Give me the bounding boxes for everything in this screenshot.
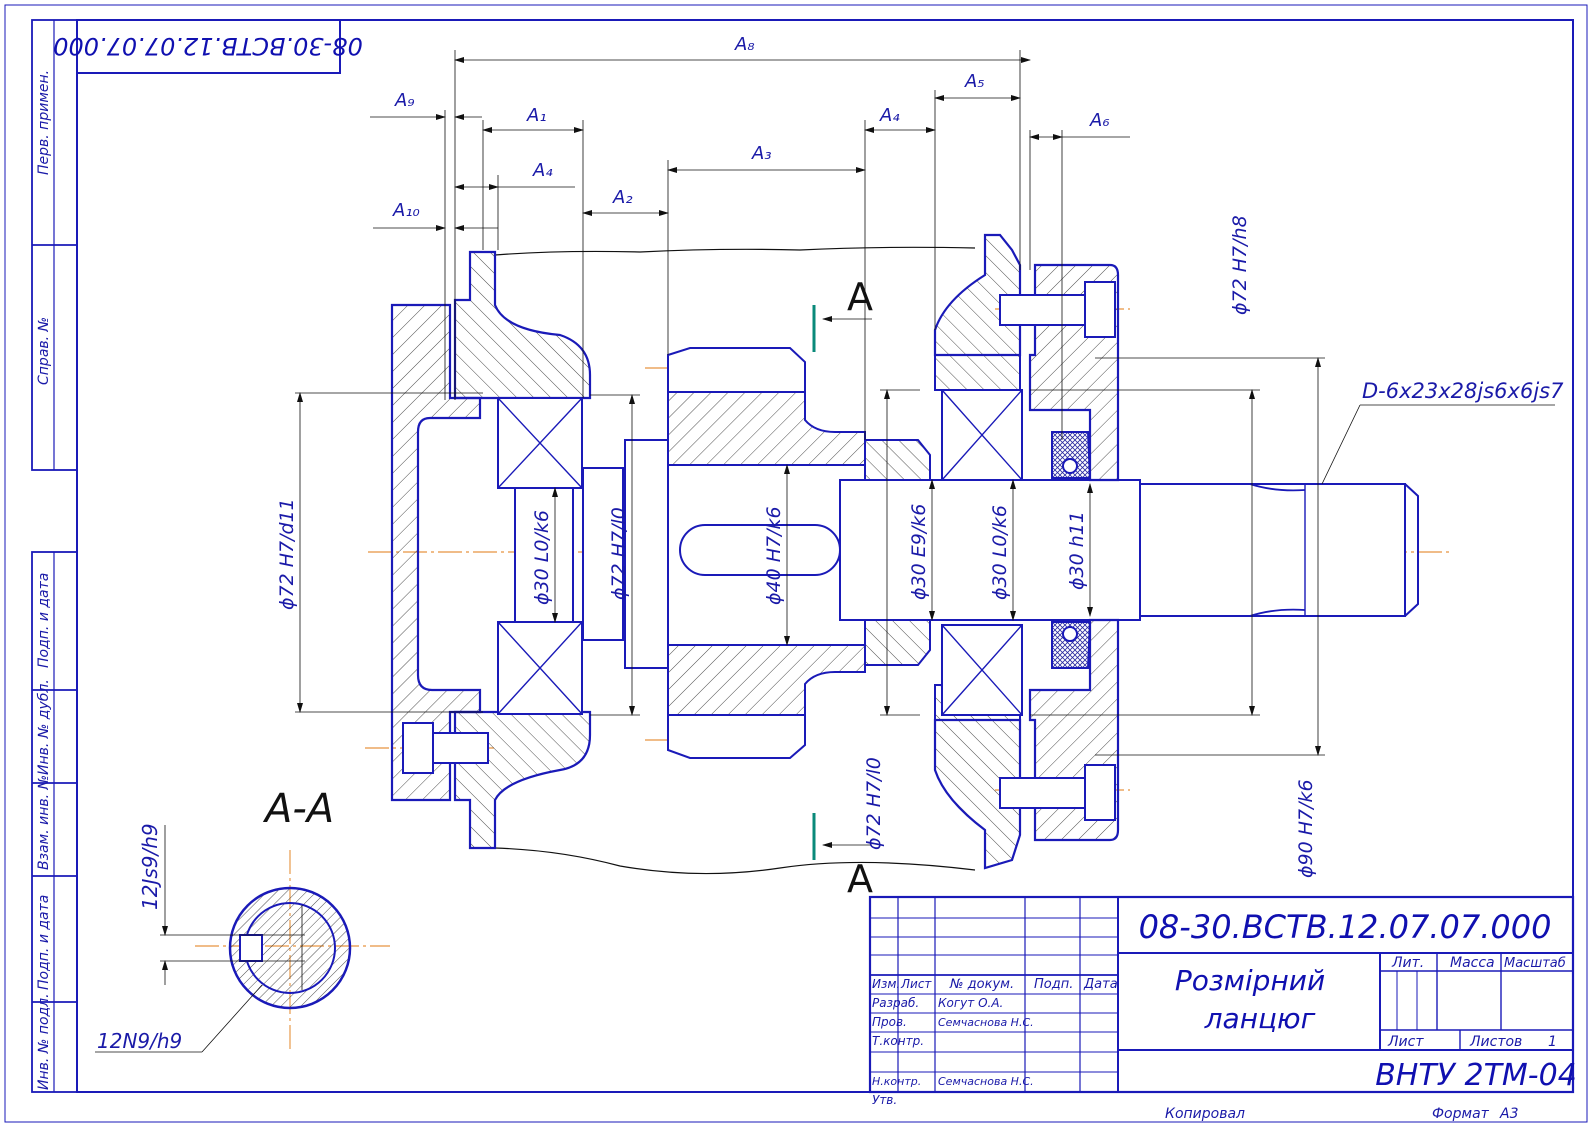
dim-a4-top: A₄ — [532, 160, 553, 181]
tb-designation: 08-30.ВСТВ.12.07.07.000 — [1139, 908, 1552, 946]
corner-stamp-text: 08-30.ВСТВ.12.07.07.000 — [53, 32, 363, 60]
side-strip: Перв. примен. Справ. № Подп. и дата Инв.… — [31, 19, 78, 1093]
perv-primen-label: Перв. примен. — [36, 70, 52, 175]
dim-a6: A₆ — [1089, 110, 1110, 131]
fit-12js9-h9: 12Js9/h9 — [138, 823, 162, 910]
podp-i-data-label-2: Подп. и дата — [36, 895, 52, 990]
bolt-right-top — [999, 281, 1116, 338]
left-shaft-end — [514, 487, 574, 623]
dim-a5: A₅ — [964, 71, 985, 92]
format-label: Формат — [1432, 1106, 1490, 1122]
fit-d30-e9-k6: ϕ30 E9/k6 — [908, 504, 930, 600]
dim-a3: A₃ — [751, 143, 772, 164]
tb-razrab-label: Разраб. — [872, 996, 919, 1010]
output-shaft — [1139, 483, 1419, 617]
right-bushing — [864, 439, 931, 481]
dim-a1: A₁ — [526, 105, 547, 126]
vzam-inv-no-label: Взам. инв. № — [36, 775, 52, 870]
tb-nkontr-name: Семчаснова Н.С. — [938, 1075, 1034, 1088]
left-end-cap — [390, 303, 482, 802]
dim-a2: A₂ — [612, 187, 633, 208]
key-slot — [679, 524, 841, 576]
tb-nkontr-label: Н.контр. — [872, 1075, 921, 1088]
fit-d72-h7-h8: ϕ72 H7/h8 — [1229, 215, 1251, 315]
dimension-chain: A₈ A₉ A₁ A₄ A₂ A₃ A₄ A₅ A₆ A₁₀ — [370, 34, 1130, 440]
seal-top — [1051, 431, 1092, 479]
tb-org: ВНТУ 2ТМ-04 — [1375, 1058, 1577, 1093]
spacer-ring — [582, 467, 624, 641]
fit-d30-l0-k6-left: ϕ30 L0/k6 — [531, 510, 553, 605]
right-bearing — [941, 389, 1023, 716]
fit-d72-h7-l0-bottom: ϕ72 H7/l0 — [863, 757, 885, 850]
tb-header-data: Дата — [1083, 977, 1118, 992]
tb-prov-label: Пров. — [872, 1015, 907, 1029]
fit-spline: D-6x23x28js6x6js7 — [1362, 379, 1564, 403]
tb-masshtab: Масштаб — [1504, 956, 1566, 971]
section-mark-bottom: A — [847, 857, 873, 901]
tb-header-list: Лист — [900, 977, 932, 991]
gear — [667, 347, 866, 759]
fit-d30-h11: ϕ30 h11 — [1066, 511, 1088, 590]
fit-d72-h7-l0-left: ϕ72 H7/l0 — [608, 507, 630, 600]
tb-lit: Лит. — [1391, 955, 1424, 971]
tb-tkontr-label: Т.контр. — [872, 1034, 924, 1048]
dim-a4: A₄ — [879, 105, 900, 126]
section-aa-view: A-A 12Js9/h9 12N9/h9 — [95, 786, 390, 1053]
section-title: A-A — [262, 786, 334, 832]
housing-break-bottom — [494, 847, 976, 875]
left-bearing — [497, 397, 583, 715]
inv-no-dubl-label: Инв. № дубл. — [36, 679, 52, 775]
tb-name-line1: Розмірний — [1175, 964, 1325, 997]
seal-bottom — [1051, 621, 1092, 669]
fit-dimensions: ϕ72 H7/d11 ϕ30 L0/k6 ϕ72 H7/l0 ϕ40 H7/k6… — [276, 215, 1564, 878]
section-marks: A A — [812, 275, 873, 901]
bolt-right-bottom — [999, 764, 1116, 821]
bolt-left — [402, 722, 489, 774]
fit-d72-h7-d11: ϕ72 H7/d11 — [276, 498, 298, 610]
corner-stamp: 08-30.ВСТВ.12.07.07.000 — [53, 19, 363, 74]
kopiroval-label: Копировал — [1165, 1106, 1245, 1122]
dim-a8: A₈ — [734, 34, 755, 55]
dim-a9: A₉ — [394, 90, 415, 111]
tb-header-no-dokum: № докум. — [949, 977, 1014, 992]
tb-name-line2: ланцюг — [1204, 1002, 1316, 1035]
section-mark-top: A — [847, 275, 873, 319]
shaft-collar — [624, 439, 669, 669]
fit-12n9-h9: 12N9/h9 — [97, 1029, 182, 1053]
tb-razrab-name: Когут О.А. — [938, 996, 1003, 1010]
sprav-no-label: Справ. № — [36, 317, 52, 385]
podp-i-data-label-1: Подп. и дата — [36, 573, 52, 668]
tb-header-izm: Изм. — [872, 977, 900, 991]
tb-sheets-label: Листов — [1469, 1034, 1522, 1050]
title-block[interactable]: 08-30.ВСТВ.12.07.07.000 Розмірний ланцюг… — [868, 895, 1577, 1107]
tb-sheet-label: Лист — [1387, 1034, 1424, 1050]
sheet-frame — [4, 4, 1588, 1123]
tb-massa: Масса — [1450, 955, 1495, 971]
dim-a10: A₁₀ — [392, 200, 420, 221]
tb-utv-label: Утв. — [872, 1093, 897, 1107]
inv-no-podl-label: Инв. № подл. — [36, 993, 52, 1090]
fit-d90-h7-k6: ϕ90 H7/k6 — [1295, 779, 1317, 878]
tb-sheets-count: 1 — [1548, 1034, 1557, 1050]
fit-d30-l0-k6-right: ϕ30 L0/k6 — [989, 505, 1011, 600]
format-value: A3 — [1499, 1106, 1518, 1122]
tb-prov-name: Семчаснова Н.С. — [938, 1016, 1034, 1029]
fit-d40-h7-k6: ϕ40 H7/k6 — [763, 506, 785, 605]
housing-break-top — [494, 246, 976, 256]
tb-header-podp: Подп. — [1034, 977, 1073, 992]
